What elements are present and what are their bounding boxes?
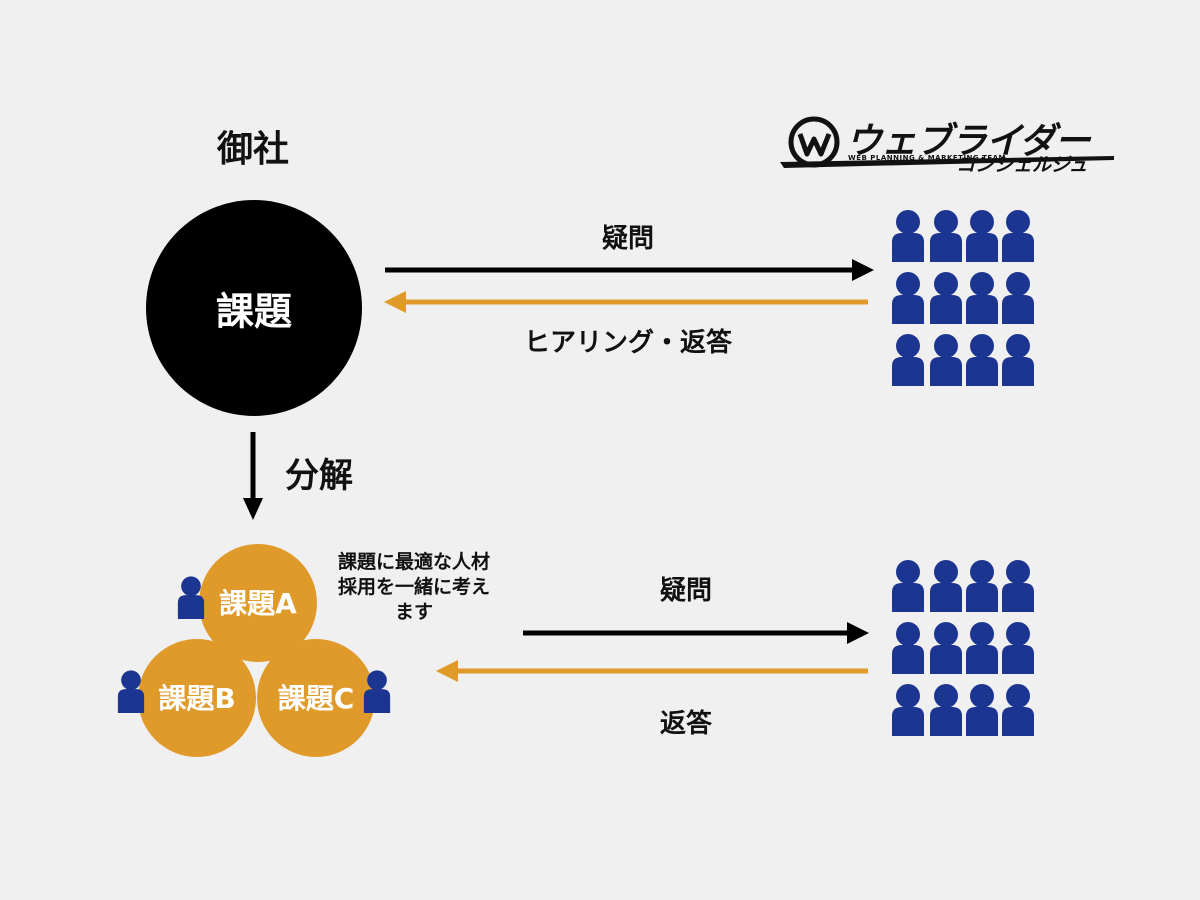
top-question-label: 疑問	[601, 224, 655, 254]
person-icon	[966, 684, 998, 736]
person-icon	[966, 272, 998, 324]
bottom-answer-label: 返答	[659, 709, 713, 739]
company-label: 御社	[216, 129, 290, 170]
top-answer-label: ヒアリング・返答	[523, 328, 733, 358]
person-icon	[363, 670, 391, 713]
person-icon	[930, 560, 962, 612]
person-icon	[892, 272, 924, 324]
team-grid-top	[892, 210, 1034, 386]
person-icon	[1002, 334, 1034, 386]
person-icon	[1002, 684, 1034, 736]
bottom-question-label: 疑問	[659, 576, 713, 606]
issue-c-label: 課題C	[277, 682, 355, 715]
issue-c-circle	[257, 639, 375, 757]
person-icon	[1002, 272, 1034, 324]
person-icon	[930, 272, 962, 324]
logo-sub: コンシェルジュ	[956, 154, 1088, 176]
decompose-arrow	[243, 432, 263, 520]
logo: ウェブライダー WEB PLANNING & MARKETING TEAM コン…	[786, 110, 1100, 176]
person-icon	[966, 210, 998, 262]
person-icon	[892, 560, 924, 612]
issue-b-circle	[138, 639, 256, 757]
main-issue-circle	[146, 200, 362, 416]
person-icon	[930, 684, 962, 736]
person-icon	[1002, 210, 1034, 262]
logo-name: ウェブライダー	[846, 121, 1091, 162]
person-icon	[930, 334, 962, 386]
person-icon	[930, 622, 962, 674]
person-icon	[1002, 560, 1034, 612]
person-icon	[177, 576, 205, 619]
person-icon	[1002, 622, 1034, 674]
person-icon	[892, 334, 924, 386]
top-answer-arrow	[384, 291, 868, 313]
person-icon	[930, 210, 962, 262]
issue-a-label: 課題A	[219, 587, 297, 620]
logo-tagline: WEB PLANNING & MARKETING TEAM	[848, 154, 1007, 162]
person-icon	[966, 334, 998, 386]
person-icon	[892, 684, 924, 736]
issue-a-circle	[199, 544, 317, 662]
person-icon	[892, 622, 924, 674]
team-grid-bottom	[892, 560, 1034, 736]
person-icon	[117, 670, 145, 713]
decompose-label: 分解	[285, 456, 353, 496]
bottom-question-arrow	[523, 622, 869, 644]
person-icon	[966, 622, 998, 674]
top-question-arrow	[385, 259, 874, 281]
main-issue-label: 課題	[215, 289, 293, 334]
issue-b-label: 課題B	[158, 682, 236, 715]
person-icon	[892, 210, 924, 262]
logo-w-icon	[780, 116, 1114, 168]
note-text: 課題に最適な人材採用を一緒に考えます	[337, 551, 490, 623]
bottom-answer-arrow	[436, 660, 868, 682]
person-icon	[966, 560, 998, 612]
